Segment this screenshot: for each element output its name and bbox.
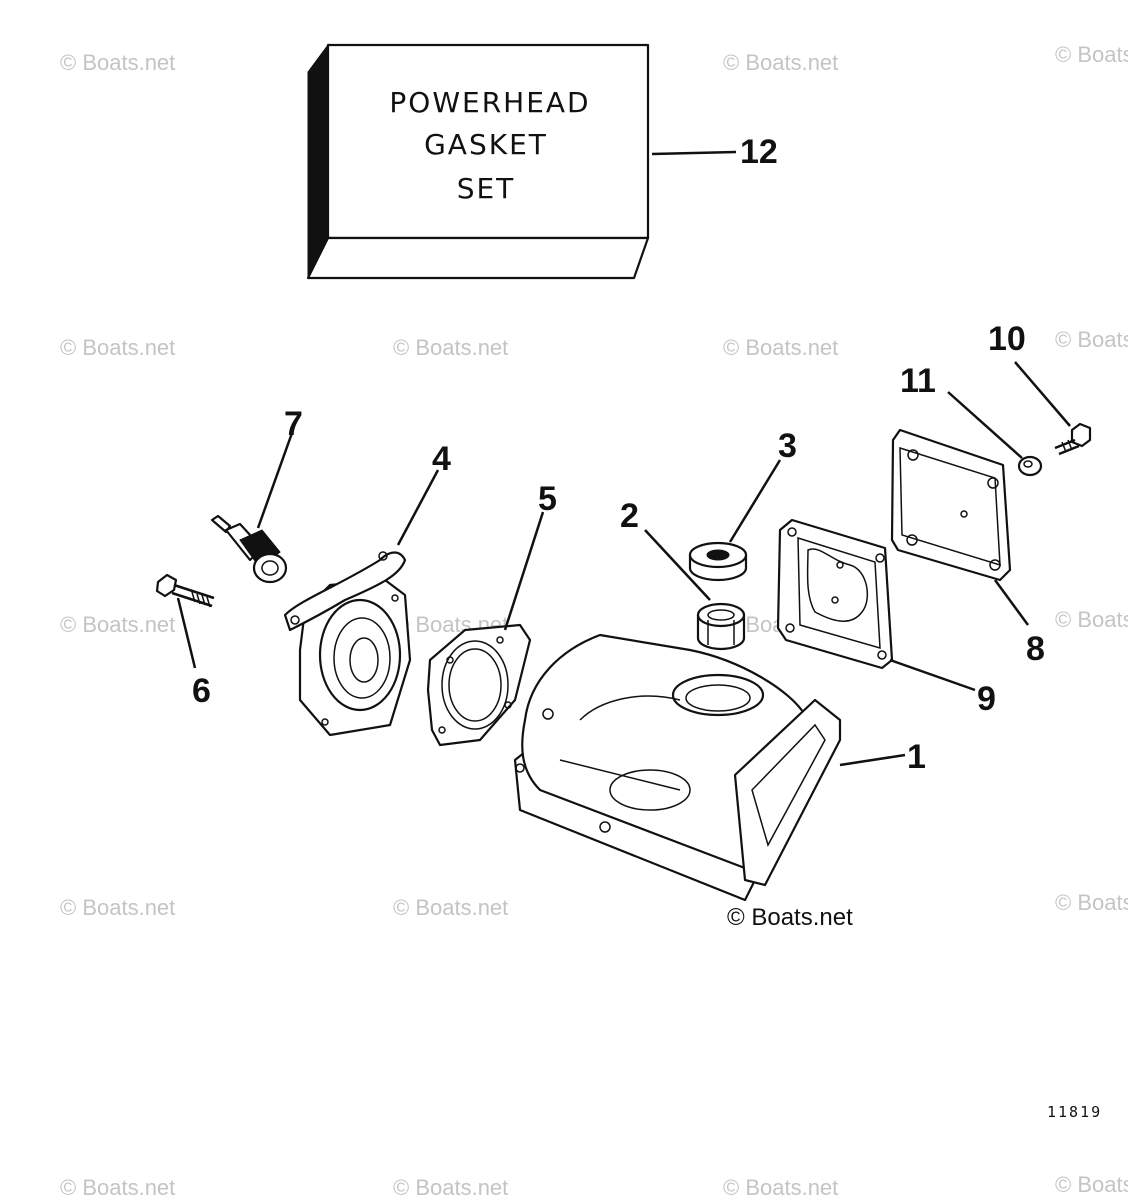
copyright-text: © Boats.net: [727, 904, 853, 931]
leader-line-4: [396, 469, 440, 546]
callout-11: 11: [900, 362, 936, 400]
end-cap-part-4: [283, 551, 412, 737]
watermark: © Boats.net: [1055, 607, 1128, 632]
callout-7: 7: [284, 405, 303, 443]
callout-10: 10: [988, 320, 1026, 358]
watermark: © Boats.net: [60, 1175, 175, 1200]
watermark: © Boats.net: [60, 895, 175, 920]
drawing-number: 11819: [1047, 1103, 1102, 1121]
bearing-part-2: [696, 602, 746, 651]
screw-part-10: [1054, 422, 1092, 456]
watermark: © Boats.net: [723, 1175, 838, 1200]
watermark: © Boats.net: [60, 50, 175, 75]
box-label-line1: POWERHEAD: [389, 86, 590, 119]
temperature-switch-part-7: [210, 514, 288, 584]
callout-8: 8: [1026, 630, 1045, 668]
watermark: © Boats.net: [1055, 42, 1128, 67]
callout-1: 1: [907, 738, 926, 776]
callout-3: 3: [778, 427, 797, 465]
housing-part-1: [513, 633, 842, 902]
cover-plate-part-8: [890, 428, 1012, 582]
leader-line-9: [889, 658, 976, 692]
leader-line-8: [993, 579, 1030, 626]
callout-4: 4: [432, 440, 451, 478]
callout-12: 12: [740, 133, 778, 171]
watermark: © Boats.net: [1055, 1172, 1128, 1197]
callout-9: 9: [977, 680, 996, 718]
washer-part-11: [1017, 455, 1043, 477]
callout-6: 6: [192, 672, 211, 710]
watermark: © Boats.net: [393, 895, 508, 920]
leader-line-11: [947, 391, 1023, 459]
watermark: © Boats.net: [723, 335, 838, 360]
bolt-part-6: [155, 573, 215, 608]
seal-part-3: [688, 541, 748, 582]
watermark: © Boats.net: [60, 335, 175, 360]
callout-5: 5: [538, 480, 557, 518]
leader-line-1: [839, 753, 906, 767]
gasket-set-box: POWERHEAD GASKET SET: [306, 43, 650, 280]
watermark: © Boats.net: [1055, 327, 1128, 352]
watermark: © Boats.net: [60, 612, 175, 637]
callout-2: 2: [620, 497, 639, 535]
box-label-line2: GASKET: [424, 128, 548, 161]
watermark: © Boats.net: [723, 50, 838, 75]
gasket-part-5: [426, 623, 532, 747]
leader-line-12: [651, 150, 737, 156]
box-label-line3: SET: [457, 172, 516, 205]
cover-gasket-part-9: [776, 518, 894, 670]
leader-line-6: [176, 597, 197, 669]
watermark: © Boats.net: [393, 335, 508, 360]
watermark: © Boats.net: [393, 1175, 508, 1200]
leader-line-10: [1014, 361, 1071, 427]
leader-line-2: [644, 529, 711, 601]
watermark: © Boats.net: [1055, 890, 1128, 915]
leader-line-5: [503, 511, 545, 631]
leader-line-3: [728, 459, 782, 543]
leader-line-7: [256, 432, 294, 529]
